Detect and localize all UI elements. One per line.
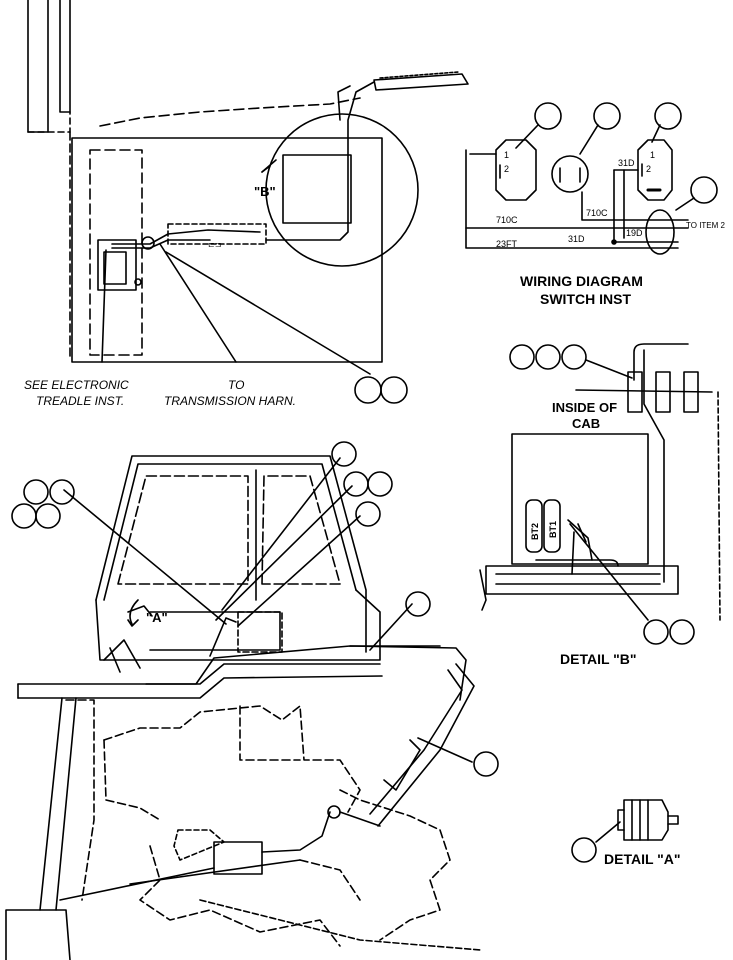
bt2-switch (525, 499, 543, 553)
to-transmission-label-line1: TO (228, 378, 244, 392)
callout-circle (593, 102, 621, 130)
inside-of-cab-label-line1: INSIDE OF (552, 400, 617, 415)
callout-circle (669, 619, 695, 645)
wire-label: 710C (586, 208, 608, 218)
upper-switch-bracket (373, 73, 469, 91)
view-b-marker: "B" (254, 184, 276, 199)
wiring-diagram-title-line1: WIRING DIAGRAM (520, 273, 643, 289)
pin-label: 2 (504, 164, 509, 174)
bt2-label: BT2 (530, 523, 540, 540)
detail-b-title: DETAIL "B" (560, 651, 637, 667)
callout-circle (343, 471, 369, 497)
callout-circle (354, 376, 382, 404)
wire-label: 31D (568, 234, 585, 244)
callout-circle (331, 441, 357, 467)
pin-label: 2 (646, 164, 651, 174)
detail-a-view (571, 799, 679, 863)
detail-b-view (479, 343, 721, 645)
callout-circle (355, 501, 381, 527)
wire-label: 710C (496, 215, 518, 225)
machine-cab-view (5, 441, 499, 960)
callout-circle (535, 344, 561, 370)
callout-circle (509, 344, 535, 370)
callout-circle (23, 479, 49, 505)
treadle-panel (89, 149, 143, 356)
callout-circle (561, 344, 587, 370)
see-electronic-label-line1: SEE ELECTRONIC (24, 378, 129, 392)
wire-label: 23FT (496, 239, 518, 249)
wire-label: 19D (626, 228, 643, 238)
callout-circle (473, 751, 499, 777)
callout-circle (380, 376, 408, 404)
switch-block (97, 239, 137, 291)
callout-circle (534, 102, 562, 130)
pin-label: 31D (618, 158, 635, 168)
callout-circle (49, 479, 75, 505)
wire-label: TO ITEM 2 (686, 221, 726, 230)
connector-box (167, 223, 267, 245)
callout-circle (654, 102, 682, 130)
callout-circle (405, 591, 431, 617)
wiring-diagram-title-line2: SWITCH INST (540, 291, 631, 307)
callout-circle (571, 837, 597, 863)
transmission-switch (213, 841, 263, 875)
detail-a-title: DETAIL "A" (604, 851, 681, 867)
to-transmission-label-line2: TRANSMISSION HARN. (164, 394, 296, 408)
detail-b-callout-circle (265, 113, 419, 267)
bt1-label: BT1 (548, 521, 558, 538)
pin-label: 1 (504, 150, 509, 160)
svg-text:⊏⊐: ⊏⊐ (208, 240, 221, 249)
inside-of-cab-label-line2: CAB (572, 416, 600, 431)
wiring-diagram (465, 102, 718, 255)
bt1-switch (543, 499, 561, 553)
detail-b-panel (511, 433, 649, 565)
see-electronic-label-line2: TREADLE INST. (36, 394, 124, 408)
view-a-marker: "A" (146, 610, 168, 625)
cab-panel-outline (71, 137, 383, 363)
callout-circle (11, 503, 37, 529)
callout-circle (367, 471, 393, 497)
callout-circle (35, 503, 61, 529)
pin-label: 1 (650, 150, 655, 160)
callout-circle (690, 176, 718, 204)
top-left-cab-view: ⊏⊐ (27, 0, 469, 404)
callout-circle (643, 619, 669, 645)
